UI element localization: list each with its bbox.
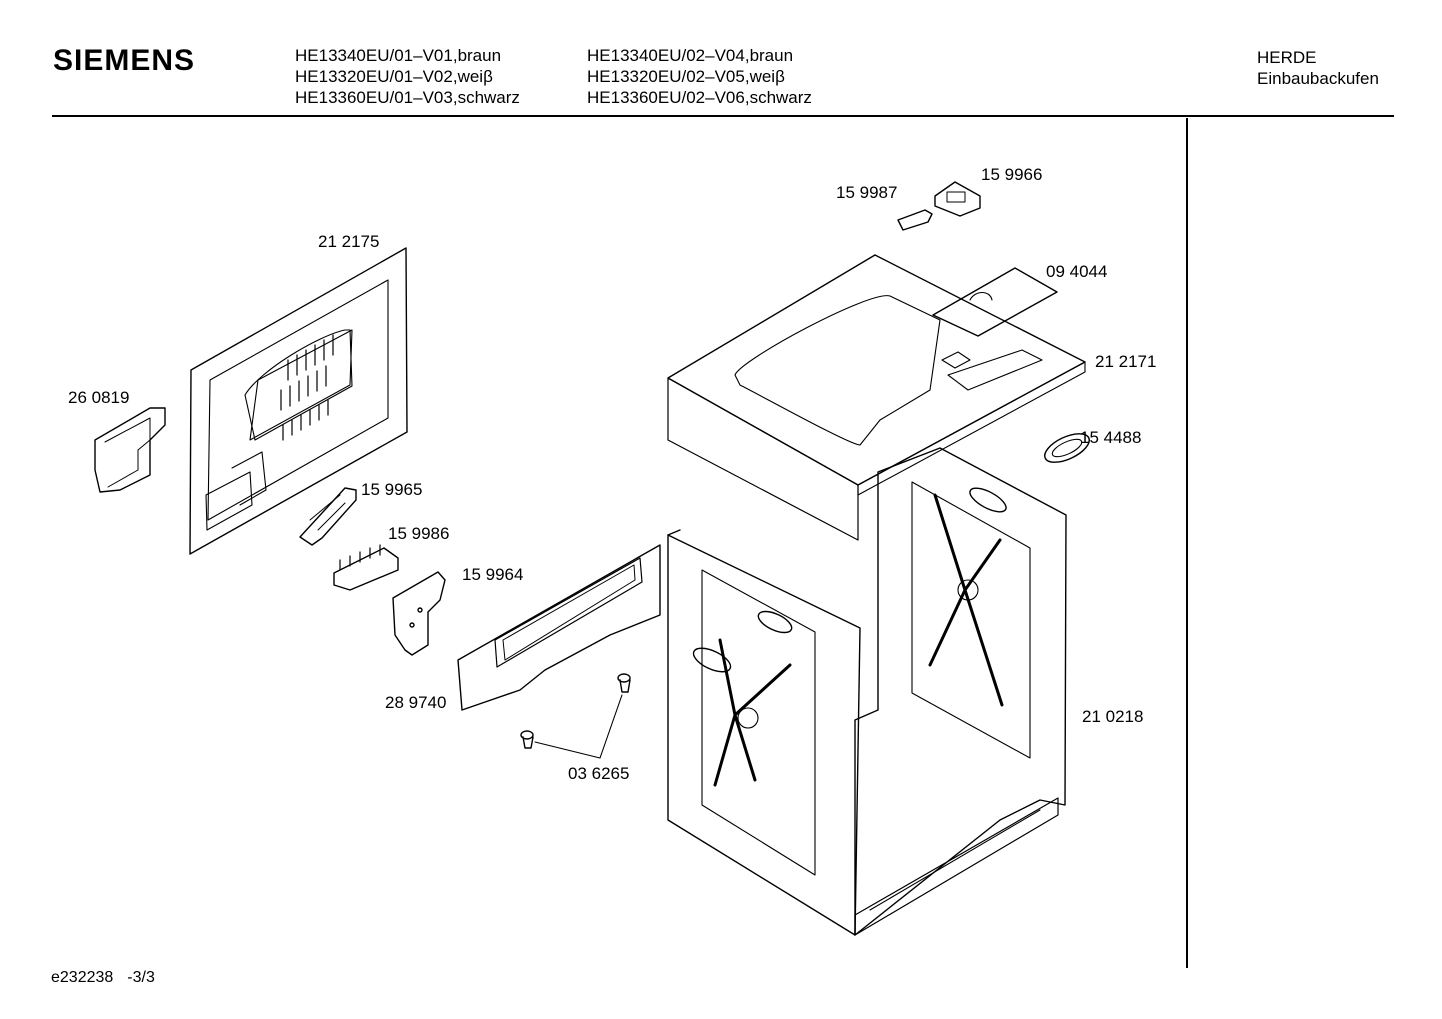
model-line: HE13320EU/02–V05,weiβ [587,67,785,86]
model-list-right: HE13340EU/02–V04,braun HE13320EU/02–V05,… [587,45,812,108]
header-divider [52,115,1394,117]
terminal-block-part [334,545,398,590]
category-line-2: Einbaubackufen [1257,69,1379,88]
bracket-part [95,408,165,492]
top-cover-part [668,255,1085,540]
cover-plate-part [933,268,1057,336]
model-line: HE13340EU/02–V04,braun [587,46,794,65]
part-label: 21 2171 [1095,352,1157,371]
part-label: 15 9987 [836,183,898,202]
category-line-1: HERDE [1257,48,1317,67]
part-label: 15 9964 [462,565,524,584]
holder-part [935,182,980,216]
part-label: 15 9965 [361,480,423,499]
right-margin-divider [1186,118,1188,968]
brand-logo: SIEMENS [53,44,196,77]
part-label: 15 9966 [981,165,1043,184]
part-label: 03 6265 [568,764,630,783]
part-label: 28 9740 [385,693,447,712]
oven-housing-part [668,448,1066,935]
part-label: 21 2175 [318,232,380,251]
part-label: 15 4488 [1080,428,1142,447]
model-line: HE13320EU/01–V02,weiβ [295,67,493,86]
document-id: e232238 [51,969,114,986]
part-label: 26 0819 [68,388,130,407]
rear-panel-part [190,248,407,554]
part-label: 21 0218 [1082,707,1144,726]
category: HERDE Einbaubackufen [1257,47,1379,89]
model-list-left: HE13340EU/01–V01,braun HE13320EU/01–V02,… [295,45,520,108]
mounting-plate-part [393,572,445,655]
footer: e232238 -3/3 [51,969,155,987]
page-number: -3/3 [127,969,155,986]
switch-part [300,488,356,545]
part-label: 15 9986 [388,524,450,543]
model-line: HE13360EU/02–V06,schwarz [587,88,812,107]
part-label: 09 4044 [1046,262,1108,281]
model-line: HE13360EU/01–V03,schwarz [295,88,520,107]
clip-part [898,210,932,230]
fastener-part [521,674,630,758]
front-rail-part [458,545,660,710]
grommet-part [1041,428,1094,468]
model-line: HE13340EU/01–V01,braun [295,46,502,65]
